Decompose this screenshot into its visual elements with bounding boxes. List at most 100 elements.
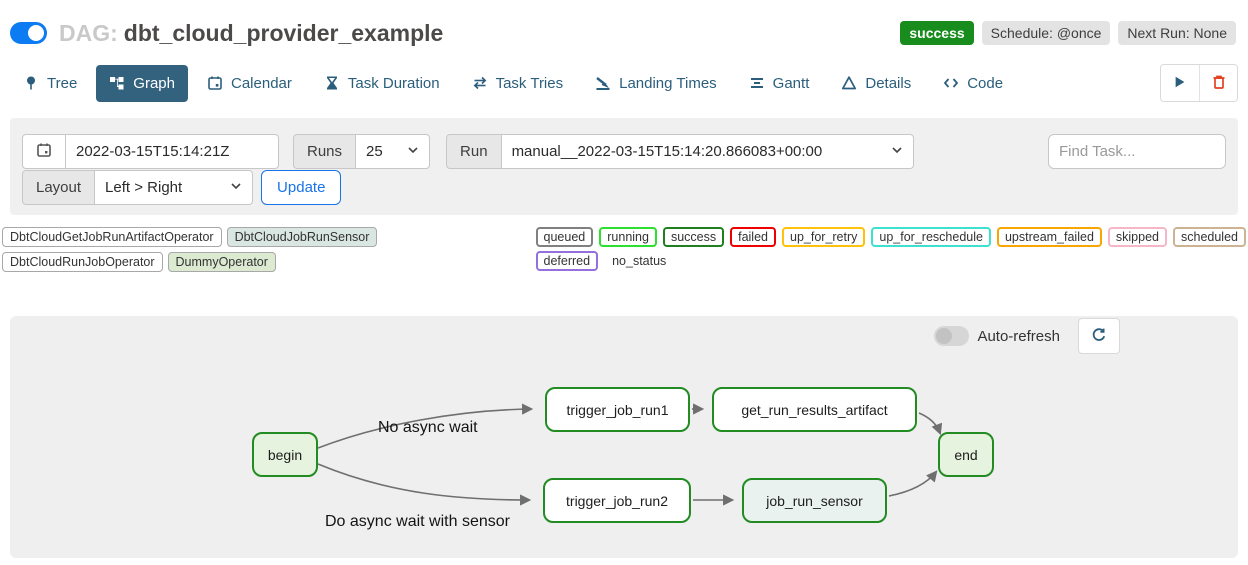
dag-graph-panel: begin trigger_job_run1 get_run_results_art… — [10, 316, 1238, 558]
operator-legend-badge: DbtCloudJobRunSensor — [226, 227, 378, 247]
status-legend-badge: scheduled — [1173, 227, 1246, 247]
tab-label: Details — [865, 74, 912, 92]
chevron-down-icon — [230, 179, 242, 196]
dag-node-begin[interactable]: begin — [252, 432, 318, 477]
tab-calendar[interactable]: Calendar — [194, 65, 305, 102]
hourglass-icon — [324, 75, 340, 91]
gantt-icon — [749, 75, 765, 91]
toggle-knob — [28, 25, 44, 41]
tab-label: Landing Times — [619, 74, 717, 92]
chevron-down-icon — [891, 143, 903, 160]
tab-label: Graph — [133, 74, 175, 92]
calendar-picker-button[interactable] — [22, 134, 66, 169]
play-icon — [1173, 75, 1187, 92]
no-status-label: no_status — [612, 254, 667, 268]
status-legend-badge: up_for_reschedule — [871, 227, 991, 247]
edge-label: No async wait — [378, 419, 478, 436]
graph-icon — [109, 75, 125, 91]
page-title: DAG:dbt_cloud_provider_example — [59, 20, 443, 47]
dag-node-trigger_job_run1[interactable]: trigger_job_run1 — [545, 387, 690, 432]
layout-value: Left > Right — [105, 179, 183, 196]
layout-label: Layout — [22, 170, 96, 205]
triangle-icon — [841, 75, 857, 91]
dag-name: dbt_cloud_provider_example — [123, 19, 444, 46]
filter-panel: Runs 25 Run manual__2022-03-15T15:14:20.… — [10, 118, 1238, 215]
operator-legend-badge: DbtCloudGetJobRunArtifactOperator — [2, 227, 222, 247]
tab-label: Task Duration — [347, 74, 440, 92]
plane-landing-icon — [595, 75, 611, 91]
run-label: Run — [446, 134, 502, 169]
dag-node-job_run_sensor[interactable]: job_run_sensor — [742, 478, 887, 523]
view-tabs: Tree Graph Calendar Task Duration Task Tries… — [10, 64, 1016, 102]
num-runs-group: Runs 25 — [293, 134, 431, 169]
num-runs-value: 25 — [366, 143, 383, 160]
run-value: manual__2022-03-15T15:14:20.866083+00:00 — [511, 143, 823, 160]
tree-icon — [23, 75, 39, 91]
chevron-down-icon — [407, 143, 419, 160]
trigger-dag-button[interactable] — [1161, 65, 1199, 101]
toggle-knob — [936, 328, 953, 344]
dag-enabled-toggle[interactable] — [10, 22, 47, 44]
header-badges: success Schedule: @once Next Run: None — [900, 21, 1238, 45]
auto-refresh-label: Auto-refresh — [977, 327, 1060, 345]
dag-node-end[interactable]: end — [938, 432, 994, 477]
tab-tree[interactable]: Tree — [10, 65, 90, 102]
status-legend-badge: up_for_retry — [782, 227, 866, 247]
tab-label: Calendar — [231, 74, 292, 92]
dag-node-trigger_job_run2[interactable]: trigger_job_run2 — [543, 478, 691, 523]
next-run-badge: Next Run: None — [1118, 21, 1236, 45]
status-legend-badge: running — [599, 227, 657, 247]
calendar-icon — [36, 142, 52, 162]
tab-graph[interactable]: Graph — [96, 64, 188, 102]
tab-label: Gantt — [772, 74, 810, 92]
tab-gantt[interactable]: Gantt — [736, 65, 823, 102]
find-task-wrap — [1048, 134, 1226, 169]
tab-label: Task Tries — [495, 74, 564, 92]
tab-code[interactable]: Code — [930, 65, 1016, 102]
refresh-button[interactable] — [1078, 318, 1120, 354]
runs-label: Runs — [293, 134, 357, 169]
tab-landing-times[interactable]: Landing Times — [582, 65, 730, 102]
delete-dag-button[interactable] — [1199, 65, 1237, 101]
trash-icon — [1211, 74, 1227, 93]
base-date-group — [22, 134, 279, 169]
status-badge: success — [900, 21, 974, 45]
tab-details[interactable]: Details — [828, 65, 924, 102]
layout-select[interactable]: Left > Right — [95, 170, 254, 205]
num-runs-select[interactable]: 25 — [356, 134, 431, 169]
auto-refresh-toggle[interactable] — [934, 326, 970, 346]
calendar-icon — [207, 75, 223, 91]
update-button[interactable]: Update — [261, 170, 342, 205]
tab-bar: Tree Graph Calendar Task Duration Task Tries… — [0, 56, 1248, 114]
operator-legend-badge: DbtCloudRunJobOperator — [2, 252, 163, 272]
layout-group: Layout Left > Right — [22, 170, 254, 205]
tab-label: Code — [967, 74, 1004, 92]
status-legend-badge: queued — [535, 227, 594, 247]
tab-task-tries[interactable]: Task Tries — [459, 65, 577, 102]
tab-task-duration[interactable]: Task Duration — [311, 65, 453, 102]
operator-legend-badge: DummyOperator — [167, 252, 276, 272]
status-legend-badge: failed — [730, 227, 776, 247]
tab-label: Tree — [47, 74, 78, 92]
base-date-wrap — [66, 134, 279, 169]
dag-node-get_run_results_artifact[interactable]: get_run_results_artifact — [712, 387, 917, 432]
edge-label: Do async wait with sensor — [325, 513, 510, 530]
refresh-icon — [1091, 327, 1107, 346]
auto-refresh-control: Auto-refresh — [934, 326, 1060, 346]
dag-header: DAG:dbt_cloud_provider_example success S… — [0, 0, 1248, 56]
code-icon — [943, 75, 959, 91]
base-date-input[interactable] — [76, 143, 268, 160]
repeat-icon — [472, 75, 488, 91]
status-legend-badge: success — [662, 227, 725, 247]
status-legend-badge: upstream_failed — [996, 227, 1102, 247]
dag-prefix: DAG: — [59, 19, 118, 46]
run-select[interactable]: manual__2022-03-15T15:14:20.866083+00:00 — [501, 134, 914, 169]
status-legend-badge: skipped — [1107, 227, 1167, 247]
dag-action-buttons — [1160, 64, 1238, 102]
find-task-input[interactable] — [1059, 143, 1215, 160]
